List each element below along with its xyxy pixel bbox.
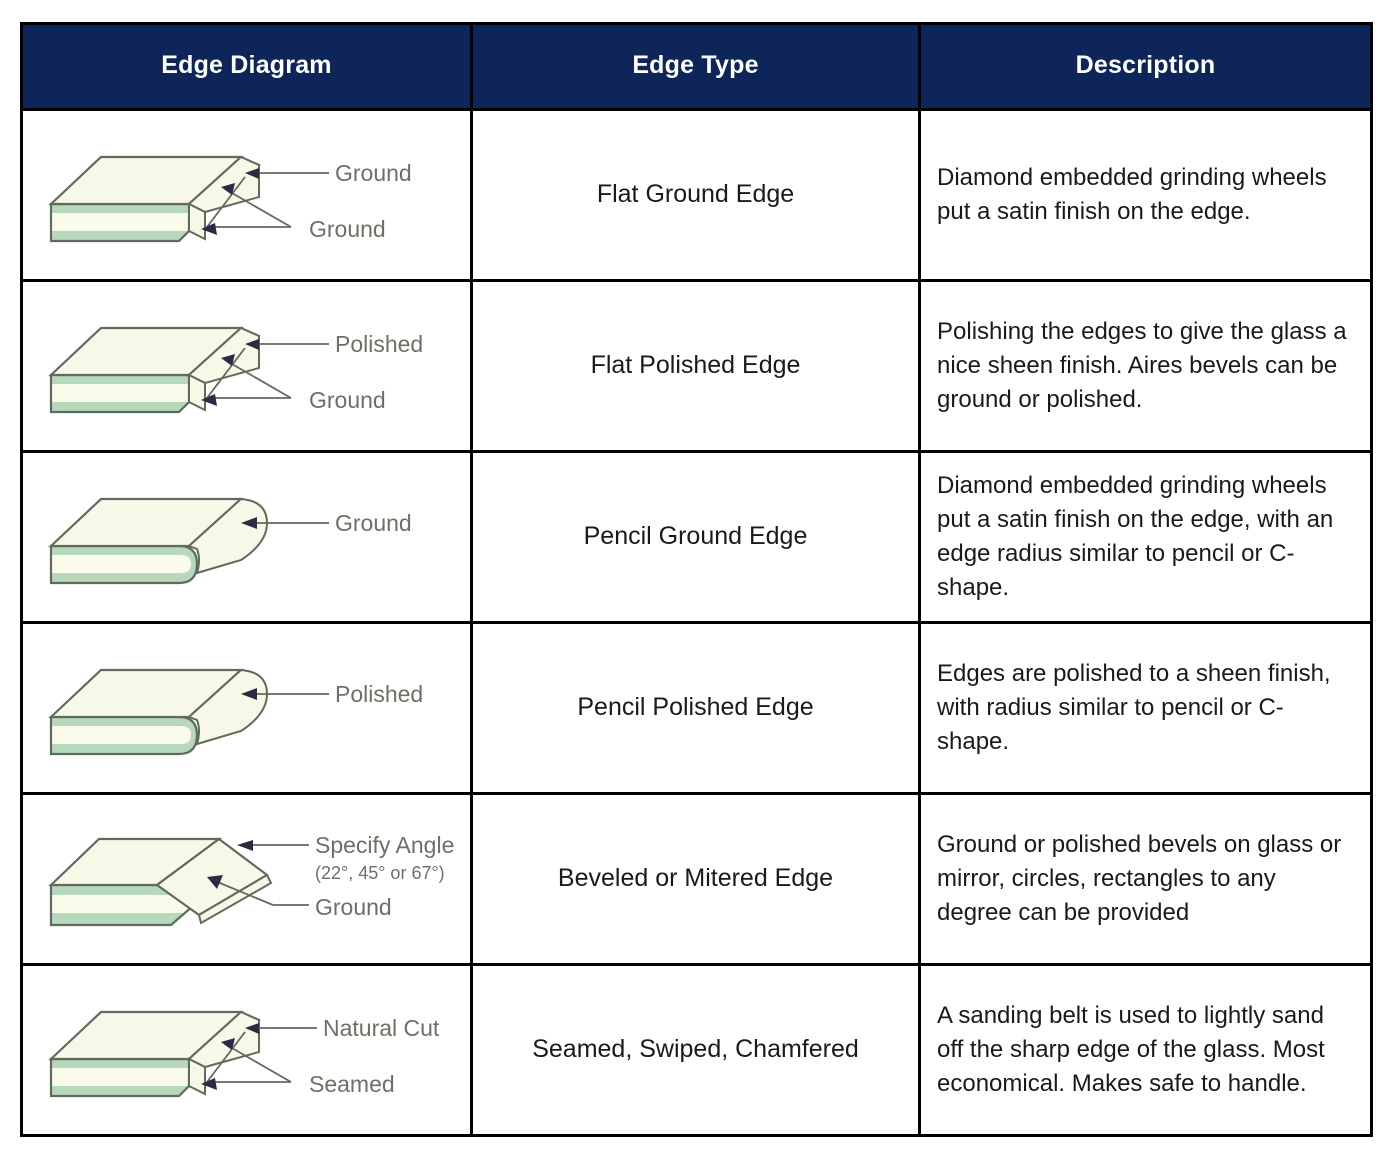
edge-types-table: Edge Diagram Edge Type Description (20, 22, 1373, 1137)
pencil-ground-edge-diagram: Ground (48, 497, 412, 585)
table-header-row: Edge Diagram Edge Type Description (20, 22, 1373, 111)
table-header: Edge Diagram Edge Type Description (20, 22, 1373, 111)
edge-type-cell-pencil-polished: Pencil Polished Edge (470, 621, 921, 795)
flat-polished-edge-diagram: Polished Ground (48, 326, 423, 414)
description-cell-flat-polished: Polishing the edges to give the glass a … (918, 279, 1373, 453)
arrow-head-ground-lower (201, 223, 217, 235)
glass-bullnose-face (187, 497, 269, 575)
description-cell-flat-ground: Diamond embedded grinding wheels put a s… (918, 108, 1373, 282)
arrow-head-ground (207, 875, 223, 889)
arrow-head-polished-upper (245, 339, 259, 350)
glass-chamfer-lower (188, 1057, 206, 1096)
diagram-label-ground: Ground (315, 894, 392, 920)
glass-front-face (49, 373, 191, 414)
glass-front-face (49, 1057, 191, 1098)
arrow-head-natural-cut (245, 1023, 259, 1034)
edge-diagram-cell-pencil-polished: Polished (20, 621, 473, 795)
description-cell-seamed: A sanding belt is used to lightly sand o… (918, 963, 1373, 1137)
table-body: Ground Ground Flat Ground Edge Diamond e… (20, 108, 1373, 1137)
column-header-description: Description (918, 22, 1373, 111)
table-row: Polished Ground Flat Polished Edge Polis… (20, 279, 1373, 453)
arrow-head-polished (241, 688, 257, 700)
diagram-label-polished: Polished (335, 681, 423, 707)
arrow-head-ground (241, 517, 257, 529)
edge-diagram-cell-flat-polished: Polished Ground (20, 279, 473, 453)
arrow-head-seamed (201, 1078, 217, 1090)
edge-diagram-cell-pencil-ground: Ground (20, 450, 473, 624)
edge-type-cell-flat-polished: Flat Polished Edge (470, 279, 921, 453)
glass-chamfer-lower (188, 202, 206, 241)
glass-bevel-edge-strip (197, 873, 273, 925)
leader-lines (206, 172, 329, 228)
table-row: Ground Ground Flat Ground Edge Diamond e… (20, 108, 1373, 282)
table-row: Polished Pencil Polished Edge Edges are … (20, 621, 1373, 795)
column-header-edge-type: Edge Type (470, 22, 921, 111)
diagram-label-seamed: Seamed (309, 1071, 395, 1097)
seamed-swiped-chamfered-diagram: Natural Cut Seamed (48, 1010, 440, 1098)
edge-type-cell-flat-ground: Flat Ground Edge (470, 108, 921, 282)
edge-type-cell-pencil-ground: Pencil Ground Edge (470, 450, 921, 624)
leader-lines (206, 1027, 317, 1083)
diagram-label-ground-lower: Ground (309, 387, 386, 413)
leader-lines (206, 343, 329, 399)
diagram-label-ground: Ground (335, 510, 412, 536)
edge-diagram-cell-flat-ground: Ground Ground (20, 108, 473, 282)
diagram-label-ground-lower: Ground (309, 216, 386, 242)
diagram-label-natural-cut: Natural Cut (323, 1015, 440, 1041)
table-row: Natural Cut Seamed Seamed, Swiped, Chamf… (20, 963, 1373, 1137)
column-header-edge-diagram: Edge Diagram (20, 22, 473, 111)
edge-type-cell-seamed: Seamed, Swiped, Chamfered (470, 963, 921, 1137)
diagram-label-polished-upper: Polished (335, 331, 423, 357)
table-row: Ground Pencil Ground Edge Diamond embedd… (20, 450, 1373, 624)
edge-diagram-cell-seamed: Natural Cut Seamed (20, 963, 473, 1137)
arrow-head-ground-mid (221, 183, 235, 195)
beveled-mitered-edge-diagram: Specify Angle (22°, 45° or 67°) Ground (48, 832, 454, 927)
glass-front-face (49, 202, 191, 243)
pencil-polished-edge-diagram: Polished (48, 668, 423, 756)
diagram-label-angle-values: (22°, 45° or 67°) (315, 863, 445, 883)
diagram-label-ground-upper: Ground (335, 160, 412, 186)
edge-type-cell-beveled: Beveled or Mitered Edge (470, 792, 921, 966)
arrow-head-seamed-mid (221, 1038, 235, 1050)
arrow-head-ground-upper (245, 168, 259, 179)
arrow-head-specify-angle (237, 840, 253, 851)
glass-front-face (49, 715, 199, 756)
diagram-label-specify-angle: Specify Angle (315, 832, 454, 858)
description-cell-pencil-ground: Diamond embedded grinding wheels put a s… (918, 450, 1373, 624)
glass-bullnose-face (187, 668, 269, 746)
description-cell-pencil-polished: Edges are polished to a sheen finish, wi… (918, 621, 1373, 795)
leader-lines (214, 844, 309, 906)
glass-chamfer-lower (188, 373, 206, 412)
glass-front-face (49, 544, 199, 585)
table-row: Specify Angle (22°, 45° or 67°) Ground B… (20, 792, 1373, 966)
description-cell-beveled: Ground or polished bevels on glass or mi… (918, 792, 1373, 966)
arrow-head-ground-mid (221, 354, 235, 366)
arrow-head-ground-lower (201, 394, 217, 406)
flat-ground-edge-diagram: Ground Ground (48, 155, 412, 243)
edge-diagram-cell-beveled: Specify Angle (22°, 45° or 67°) Ground (20, 792, 473, 966)
